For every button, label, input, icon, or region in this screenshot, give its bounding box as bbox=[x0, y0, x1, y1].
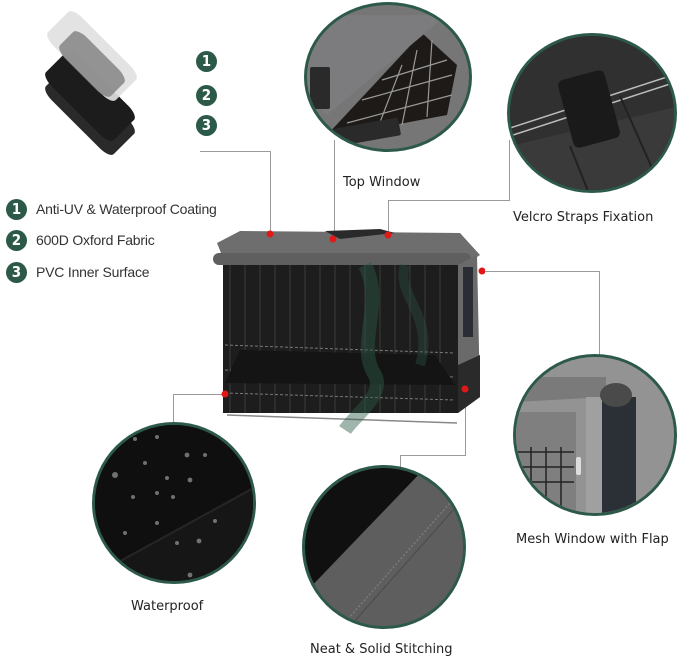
legend-badge: 3 bbox=[6, 261, 27, 283]
connector-line bbox=[334, 140, 335, 236]
caption-mesh-window: Mesh Window with Flap bbox=[516, 532, 669, 547]
connector-line bbox=[388, 200, 389, 236]
layer-badge-2: 2 bbox=[196, 85, 217, 106]
legend-label: PVC Inner Surface bbox=[36, 264, 150, 280]
caption-waterproof: Waterproof bbox=[131, 599, 204, 614]
legend-item-1: 1 Anti-UV & Waterproof Coating bbox=[6, 198, 217, 220]
connector-line bbox=[465, 388, 466, 456]
connector-line bbox=[509, 140, 510, 201]
legend-item-3: 3 PVC Inner Surface bbox=[6, 261, 150, 283]
connector-line bbox=[173, 394, 174, 422]
legend-badge: 2 bbox=[6, 229, 27, 251]
mesh-window-detail-circle bbox=[513, 354, 677, 516]
connector-line bbox=[388, 200, 510, 201]
connector-line bbox=[599, 271, 600, 361]
connector-line bbox=[270, 151, 271, 233]
caption-stitching: Neat & Solid Stitching bbox=[310, 642, 453, 657]
layer-badge-3: 3 bbox=[196, 115, 217, 136]
stitching-detail-circle bbox=[302, 465, 466, 629]
waterproof-detail-circle bbox=[92, 422, 256, 584]
connector-line bbox=[485, 271, 600, 272]
fabric-layers-illustration bbox=[0, 0, 200, 159]
layer-badge-1: 1 bbox=[196, 51, 217, 72]
legend-item-2: 2 600D Oxford Fabric bbox=[6, 229, 155, 251]
connector-line bbox=[173, 394, 225, 395]
legend-badge: 1 bbox=[6, 198, 27, 220]
top-window-detail-circle bbox=[304, 2, 472, 152]
crate-cover-product bbox=[205, 225, 486, 440]
legend-label: Anti-UV & Waterproof Coating bbox=[36, 201, 217, 217]
connector-line bbox=[400, 455, 401, 467]
connector-line bbox=[200, 151, 271, 152]
caption-velcro: Velcro Straps Fixation bbox=[513, 210, 654, 225]
caption-top-window: Top Window bbox=[343, 175, 421, 190]
legend-label: 600D Oxford Fabric bbox=[36, 232, 155, 248]
velcro-detail-circle bbox=[507, 33, 677, 193]
connector-line bbox=[400, 455, 466, 456]
